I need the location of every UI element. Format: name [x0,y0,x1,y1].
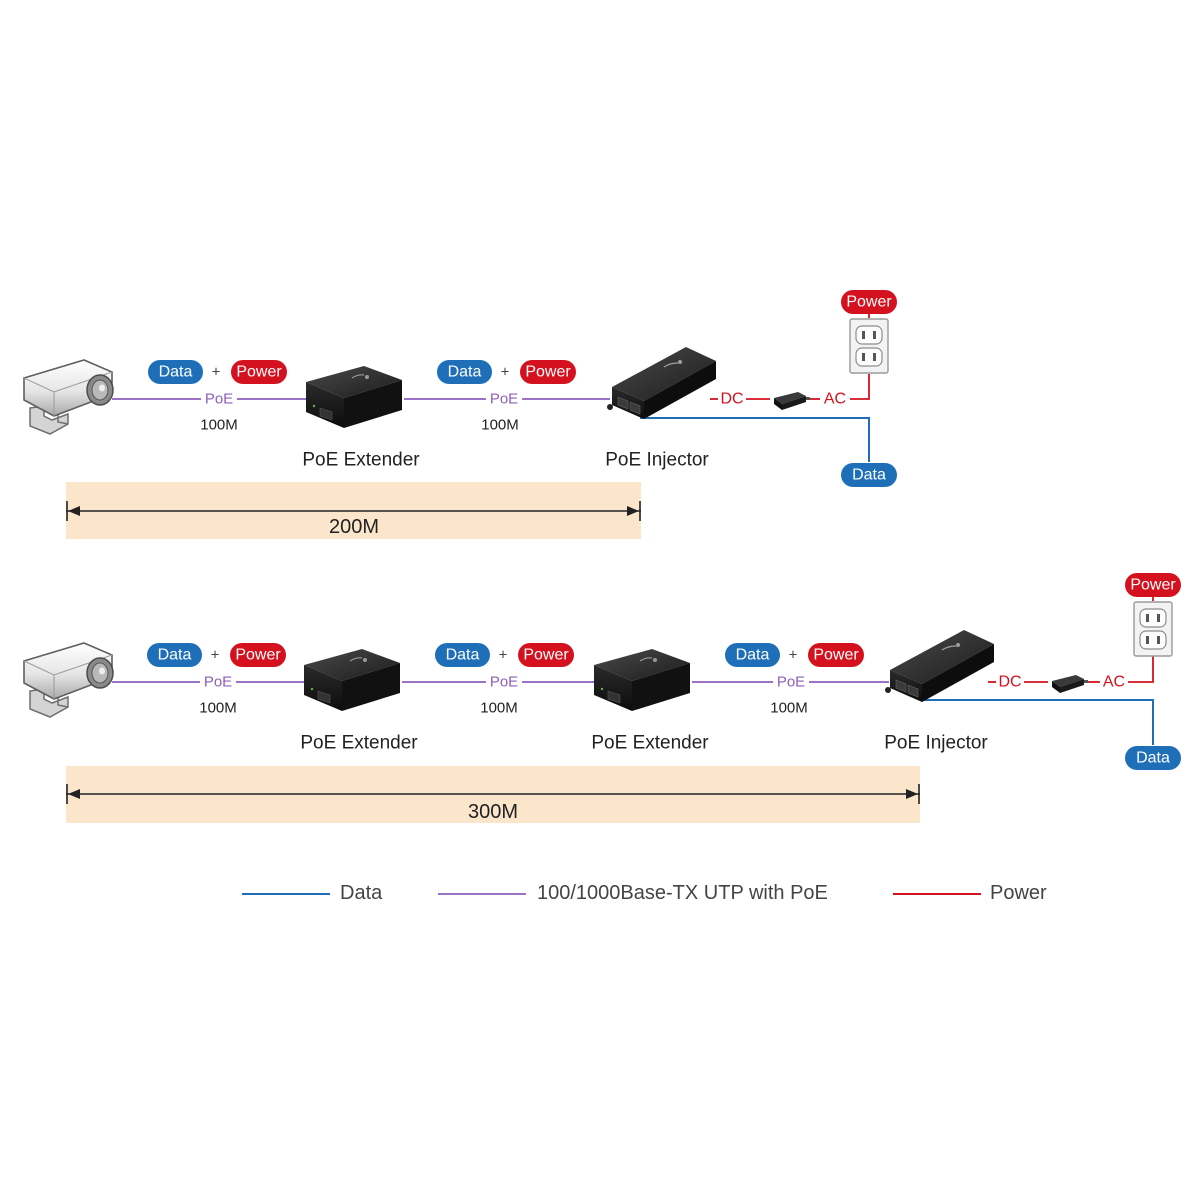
dc-label: DC [720,391,743,408]
data-pill-label: Data [852,467,886,484]
data-pill-label: Data [736,647,770,664]
data-pill [725,643,780,667]
dc-label: DC [998,674,1021,691]
power-line [1128,656,1154,683]
legend-label-data: Data [340,882,383,904]
legend-label-poe: 100/1000Base-TX UTP with PoE [537,882,828,904]
legend: Data 100/1000Base-TX UTP with PoE Power [242,882,1047,904]
data-pill-label: Data [158,647,192,664]
poe-label: PoE [204,674,232,691]
ac-label: AC [1103,674,1125,691]
distance-label: 100M [770,700,808,717]
power-line [850,374,870,400]
power-pill-label: Power [236,364,282,381]
power-pill [520,360,576,384]
power-pill-label: Power [525,364,571,381]
plus-sign: + [212,364,221,381]
poe-label: PoE [777,674,805,691]
poe-label: PoE [490,391,518,408]
data-pill [147,643,202,667]
data-pill [437,360,492,384]
wall-outlet-icon [849,318,889,374]
span-label: 300M [468,801,518,823]
poe-injector-label: PoE Injector [884,733,988,754]
span-label: 200M [329,516,379,538]
wall-outlet-icon [1133,601,1173,657]
power-pill [841,290,897,314]
poe-extender-device-icon [593,648,691,712]
data-pill [841,463,897,487]
data-line [640,417,870,462]
data-pill-label: Data [1136,750,1170,767]
power-adapter-icon [774,392,810,410]
power-pill [518,643,574,667]
data-pill [148,360,203,384]
data-pill-label: Data [446,647,480,664]
power-pill [231,360,287,384]
power-pill [1125,573,1181,597]
power-pill [808,643,864,667]
power-pill [230,643,286,667]
distance-label: 100M [480,700,518,717]
scenario-2: 300M Data + Power PoE 100M Data [23,573,1181,823]
plus-sign: + [499,647,508,664]
poe-extender-label: PoE Extender [591,733,709,754]
camera-icon [23,359,114,435]
data-pill-label: Data [448,364,482,381]
power-pill-label: Power [235,647,281,664]
distance-label: 100M [200,417,238,434]
poe-injector-device-icon [606,346,717,420]
poe-injector-label: PoE Injector [605,450,709,471]
data-pill-label: Data [159,364,193,381]
distance-label: 100M [481,417,519,434]
legend-label-power: Power [990,882,1047,904]
power-pill-label: Power [523,647,569,664]
poe-extender-label: PoE Extender [302,450,420,471]
poe-extender-device-icon [303,648,401,712]
poe-injector-device-icon [884,629,995,703]
plus-sign: + [501,364,510,381]
power-pill-label: Power [1130,577,1176,594]
plus-sign: + [789,647,798,664]
camera-icon [23,642,114,718]
power-adapter-icon [1052,675,1088,693]
distance-label: 100M [199,700,237,717]
data-pill [1125,746,1181,770]
power-pill-label: Power [846,294,892,311]
ac-label: AC [824,391,846,408]
poe-extender-label: PoE Extender [300,733,418,754]
poe-extender-device-icon [305,365,403,429]
data-line [920,699,1154,745]
data-pill [435,643,490,667]
poe-label: PoE [490,674,518,691]
poe-label: PoE [205,391,233,408]
power-pill-label: Power [813,647,859,664]
plus-sign: + [211,647,220,664]
scenario-1: 200M Data + Power PoE 100M Data + Pow [23,290,897,539]
